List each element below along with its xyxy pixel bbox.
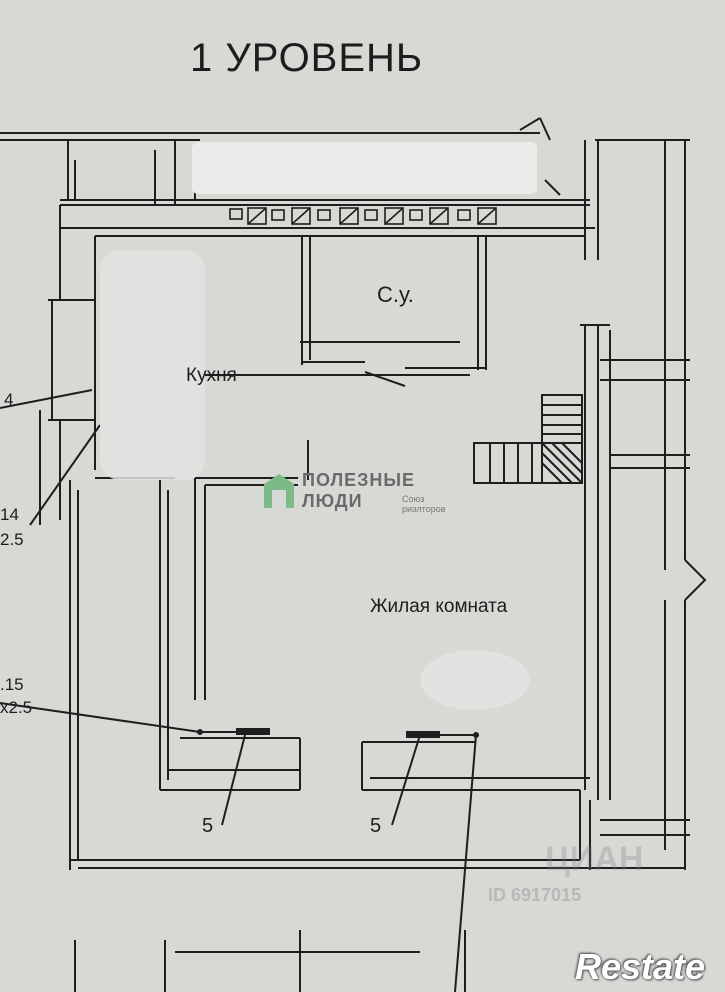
- room-label-bathroom: С.у.: [377, 282, 414, 307]
- leader-dot: [197, 729, 203, 735]
- brand-logo: Restate: [575, 946, 706, 987]
- dimension-label: 2.5: [0, 530, 24, 549]
- radiator-label-left: 5: [202, 815, 214, 837]
- radiator-right: [406, 731, 440, 738]
- dimension-label: x2.5: [0, 698, 33, 717]
- room-label-kitchen: Кухня: [186, 365, 237, 386]
- plan-title: 1 УРОВЕНЬ: [190, 36, 424, 80]
- ghost-watermark-id: ID 6917015: [488, 885, 582, 905]
- leader-dot: [473, 732, 479, 738]
- redaction-kitchen: [100, 250, 205, 480]
- plan-walls: [0, 117, 707, 992]
- ghost-watermark: ЦИАН: [545, 840, 644, 878]
- house-icon: [264, 474, 294, 508]
- redaction-living: [420, 650, 530, 710]
- watermark-subtext: Союз риэлторов: [402, 494, 446, 514]
- redaction-top: [192, 142, 537, 194]
- radiator-left: [236, 728, 270, 735]
- dimension-label: 4: [4, 390, 14, 409]
- room-label-living: Жилая комната: [370, 596, 508, 617]
- dimension-label: .15: [0, 675, 24, 694]
- radiator-label-right: 5: [370, 815, 382, 837]
- watermark-text: ПОЛЕЗНЫЕ ЛЮДИ: [302, 470, 416, 511]
- dimension-label: 14: [0, 505, 19, 524]
